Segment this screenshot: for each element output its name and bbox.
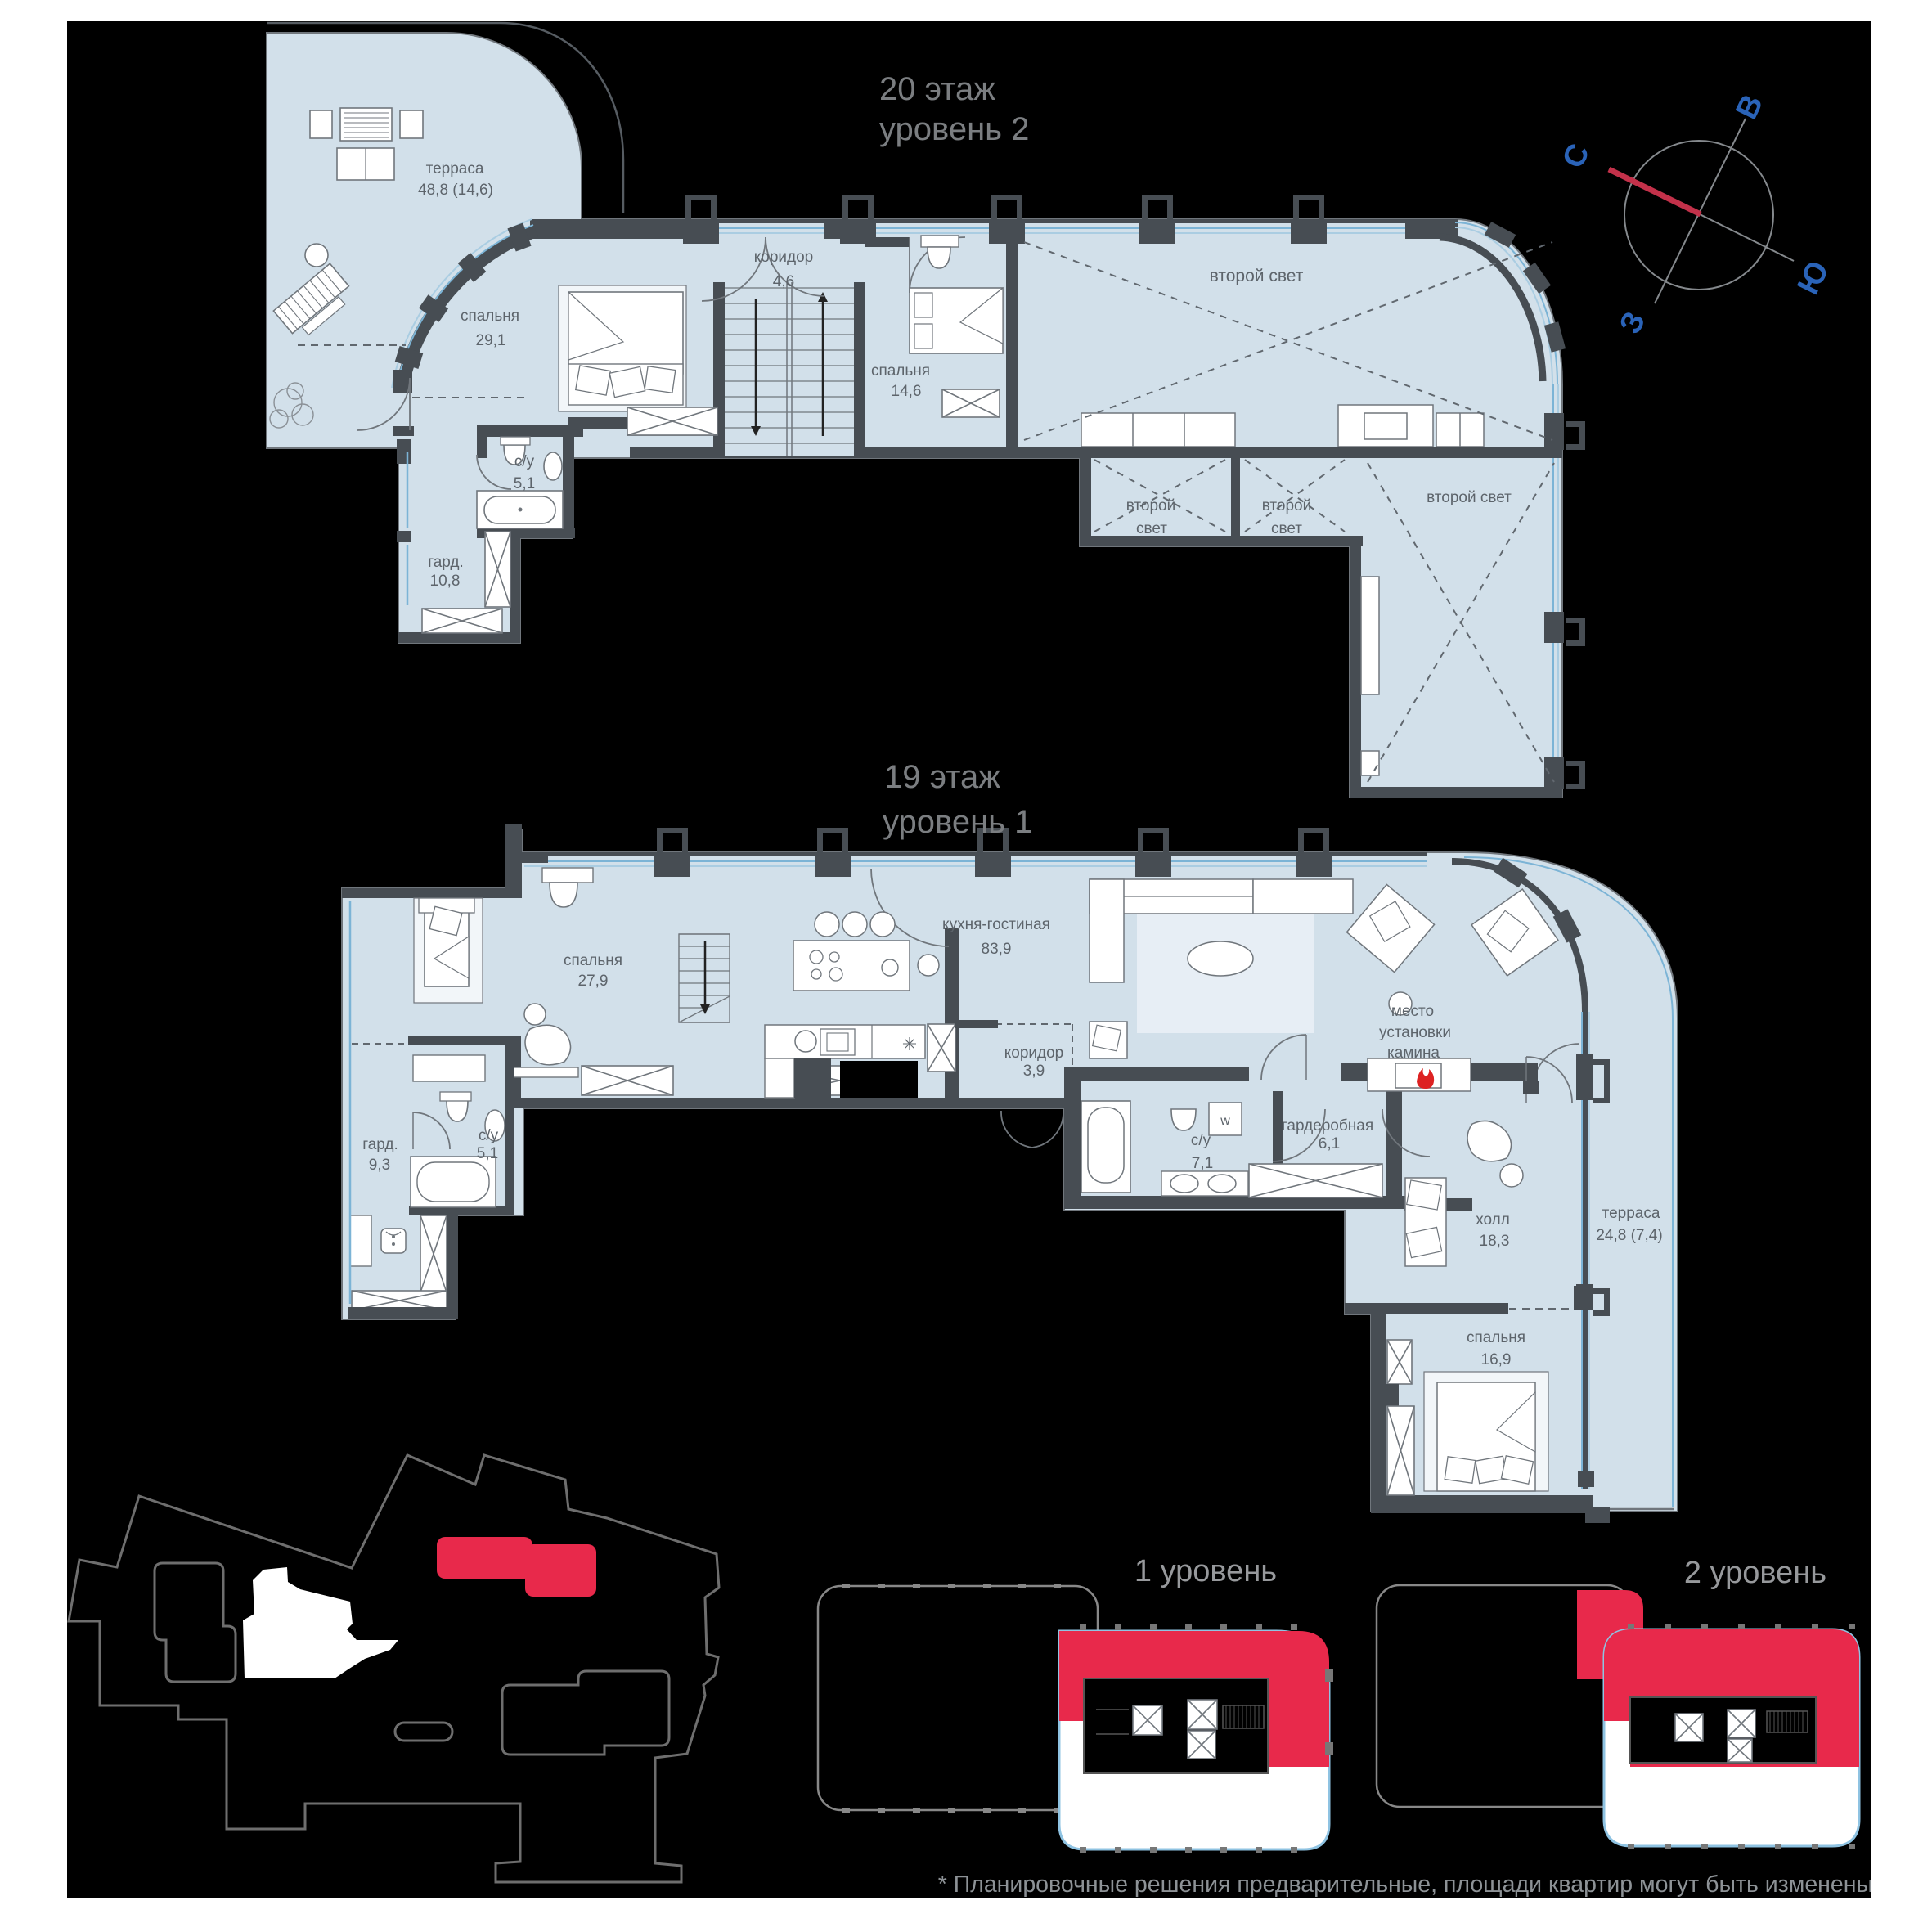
svg-text:гард.: гард.: [362, 1136, 398, 1153]
svg-text:7,1: 7,1: [1192, 1155, 1213, 1172]
svg-text:уровень 2: уровень 2: [879, 111, 1029, 147]
svg-text:20 этаж: 20 этаж: [879, 71, 995, 107]
svg-text:спальня: спальня: [564, 952, 622, 969]
svg-text:коридор: коридор: [754, 249, 814, 266]
svg-text:5,1: 5,1: [477, 1145, 498, 1162]
svg-text:* Планировочные решения предва: * Планировочные решения предварительные,…: [938, 1871, 1873, 1898]
svg-text:коридор: коридор: [1004, 1045, 1064, 1062]
svg-text:2 уровень: 2 уровень: [1684, 1556, 1826, 1590]
svg-text:установки: установки: [1379, 1024, 1451, 1041]
svg-text:с/у: с/у: [1191, 1132, 1211, 1149]
svg-text:гардеробная: гардеробная: [1282, 1117, 1373, 1134]
svg-text:16,9: 16,9: [1481, 1351, 1512, 1368]
svg-text:48,8 (14,6): 48,8 (14,6): [418, 182, 493, 199]
svg-text:w: w: [1220, 1114, 1230, 1128]
svg-text:второй свет: второй свет: [1210, 267, 1304, 285]
svg-text:свет: свет: [1136, 520, 1167, 537]
svg-text:с/у: с/у: [514, 453, 535, 470]
svg-text:свет: свет: [1271, 520, 1302, 537]
svg-text:6,1: 6,1: [1319, 1135, 1340, 1152]
svg-text:холл: холл: [1476, 1211, 1510, 1229]
svg-text:уровень 1: уровень 1: [883, 804, 1032, 840]
svg-text:гард.: гард.: [428, 554, 464, 571]
svg-text:терраса: терраса: [426, 160, 484, 177]
svg-text:терраса: терраса: [1602, 1205, 1660, 1222]
svg-text:24,8 (7,4): 24,8 (7,4): [1596, 1227, 1662, 1244]
svg-text:второй свет: второй свет: [1427, 489, 1512, 506]
svg-text:1 уровень: 1 уровень: [1134, 1554, 1277, 1588]
svg-text:83,9: 83,9: [982, 941, 1012, 958]
svg-text:с/у: с/у: [479, 1127, 499, 1144]
svg-text:место: место: [1391, 1003, 1434, 1020]
svg-text:✳: ✳: [902, 1034, 917, 1054]
svg-text:14,6: 14,6: [892, 383, 922, 400]
svg-text:18,3: 18,3: [1480, 1233, 1510, 1250]
svg-text:спальня: спальня: [871, 362, 930, 380]
svg-text:19 этаж: 19 этаж: [884, 759, 1000, 795]
svg-text:29,1: 29,1: [476, 332, 506, 349]
svg-text:спальня: спальня: [1467, 1329, 1525, 1346]
svg-text:27,9: 27,9: [578, 973, 609, 990]
svg-text:спальня: спальня: [461, 308, 519, 325]
svg-text:10,8: 10,8: [430, 573, 461, 590]
svg-text:9,3: 9,3: [369, 1157, 390, 1174]
svg-text:кухня-гостиная: кухня-гостиная: [942, 916, 1050, 933]
svg-text:камина: камина: [1387, 1045, 1440, 1062]
svg-text:4,6: 4,6: [773, 273, 794, 290]
svg-text:второй: второй: [1262, 497, 1311, 514]
svg-text:5,1: 5,1: [514, 475, 535, 492]
svg-text:3,9: 3,9: [1023, 1063, 1045, 1080]
svg-text:второй: второй: [1126, 497, 1175, 514]
